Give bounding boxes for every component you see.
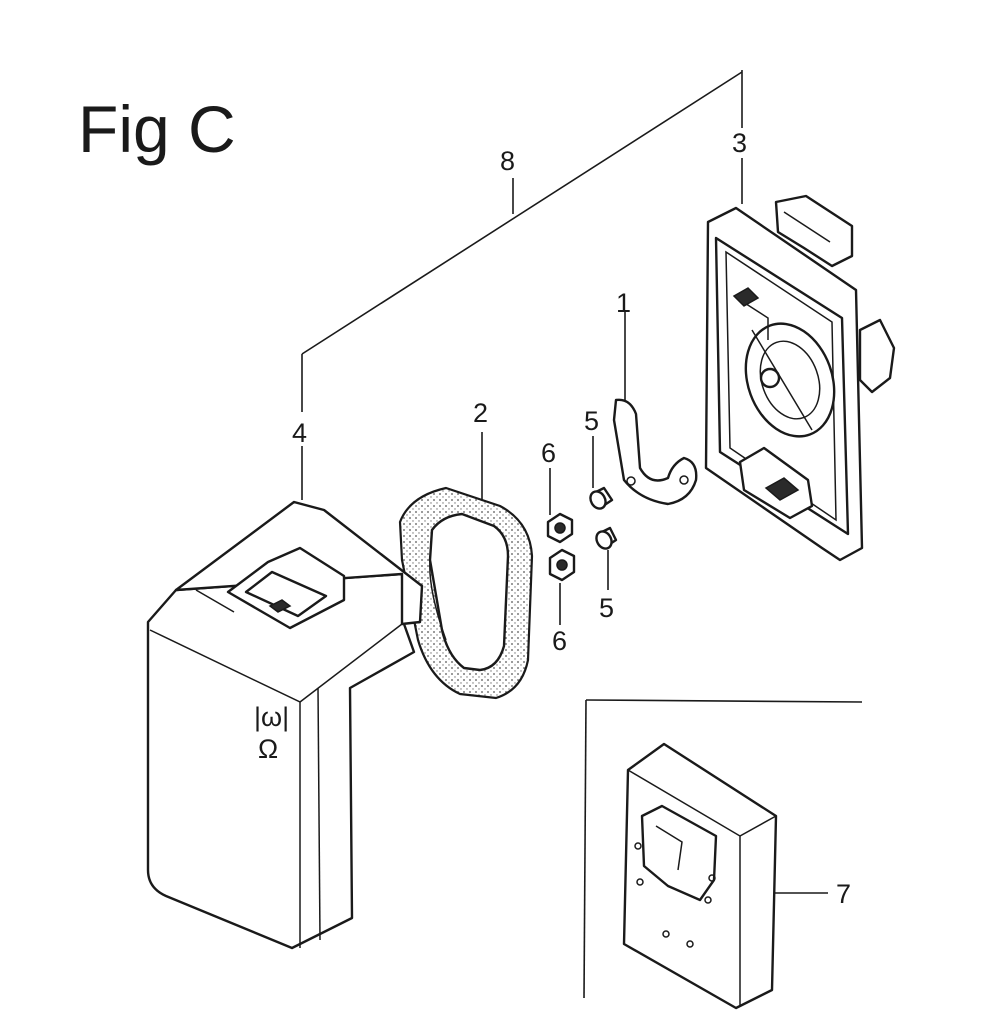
assembly-bracket (301, 70, 743, 412)
callout-6-upper: 6 (541, 438, 556, 468)
figure-title: Fig C (78, 92, 236, 166)
callout-8: 8 (500, 146, 515, 176)
callout-2: 2 (473, 398, 488, 428)
part-foam-filter (398, 486, 534, 700)
callout-5-lower: 5 (599, 593, 614, 623)
part-gasket-clip (612, 398, 698, 506)
inset-frame (583, 699, 863, 999)
callout-3: 3 (732, 128, 747, 158)
leader-lines (301, 158, 828, 894)
part-nut-upper (546, 512, 574, 544)
callout-5-upper: 5 (584, 406, 599, 436)
part-sleeve-lower (595, 526, 618, 550)
callout-7: 7 (836, 879, 851, 909)
part-sleeve-upper (589, 486, 614, 510)
cover-mark-bottom: Ω (258, 734, 278, 764)
cover-mark-top: |ω| (254, 702, 289, 732)
callout-6-lower: 6 (552, 626, 567, 656)
callout-1: 1 (616, 288, 631, 318)
part-nut-lower (548, 548, 576, 582)
part-filter-cover (146, 500, 424, 950)
callout-4: 4 (292, 418, 307, 448)
part-filter-block (622, 742, 778, 1010)
part-filter-base (704, 194, 896, 562)
